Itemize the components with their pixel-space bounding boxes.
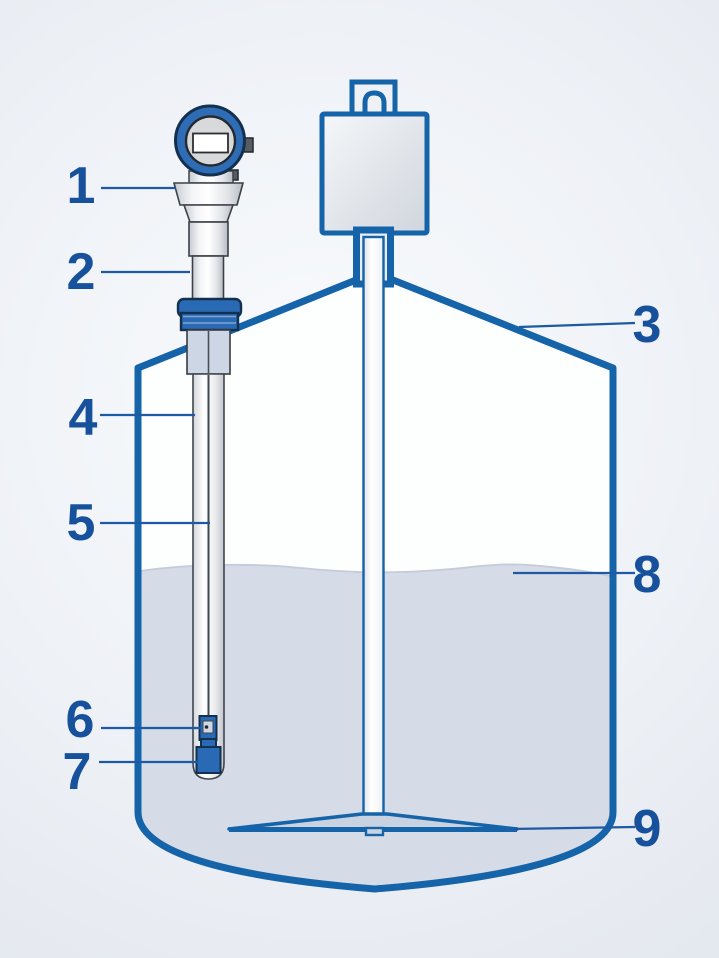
float	[198, 715, 218, 741]
callout-1: 1	[67, 157, 176, 215]
leader-line-3	[518, 321, 636, 329]
callouts: 1 2 3 4 5 6 7 8	[63, 157, 662, 858]
agitator	[227, 79, 519, 837]
extension-neck	[191, 255, 225, 301]
mounting-nut	[186, 329, 231, 375]
callout-number-3: 3	[633, 296, 662, 354]
neck-taper	[182, 204, 235, 223]
callout-number-7: 7	[63, 743, 92, 801]
display-window	[192, 132, 229, 154]
callout-number-5: 5	[67, 494, 96, 552]
callout-4: 4	[69, 389, 195, 447]
liquid-surface-line	[140, 563, 611, 577]
callout-2: 2	[67, 243, 190, 301]
callout-number-6: 6	[66, 691, 95, 749]
callout-9: 9	[509, 800, 662, 858]
neck-upper	[188, 221, 229, 257]
agitator-motor	[319, 111, 430, 236]
callout-number-4: 4	[69, 389, 98, 447]
hex-fitting	[172, 182, 245, 206]
impeller-hub	[364, 826, 385, 837]
end-weight	[195, 738, 222, 774]
callout-6: 6	[66, 691, 201, 749]
callout-3: 3	[518, 296, 662, 354]
callout-8: 8	[513, 546, 661, 604]
agitator-eyebolt-housing	[349, 79, 398, 117]
agitator-eyebolt-icon	[362, 90, 387, 114]
callout-number-2: 2	[67, 243, 96, 301]
level-transmitter	[172, 104, 254, 780]
impeller	[227, 812, 519, 837]
callout-number-8: 8	[633, 546, 662, 604]
agitator-shaft	[362, 235, 385, 819]
callout-7: 7	[63, 743, 198, 801]
callout-number-9: 9	[633, 800, 662, 858]
leader-line-9	[509, 825, 636, 831]
process-connection	[176, 297, 243, 332]
transmitter-head	[174, 104, 254, 177]
callout-5: 5	[67, 494, 210, 552]
callout-number-1: 1	[67, 157, 96, 215]
